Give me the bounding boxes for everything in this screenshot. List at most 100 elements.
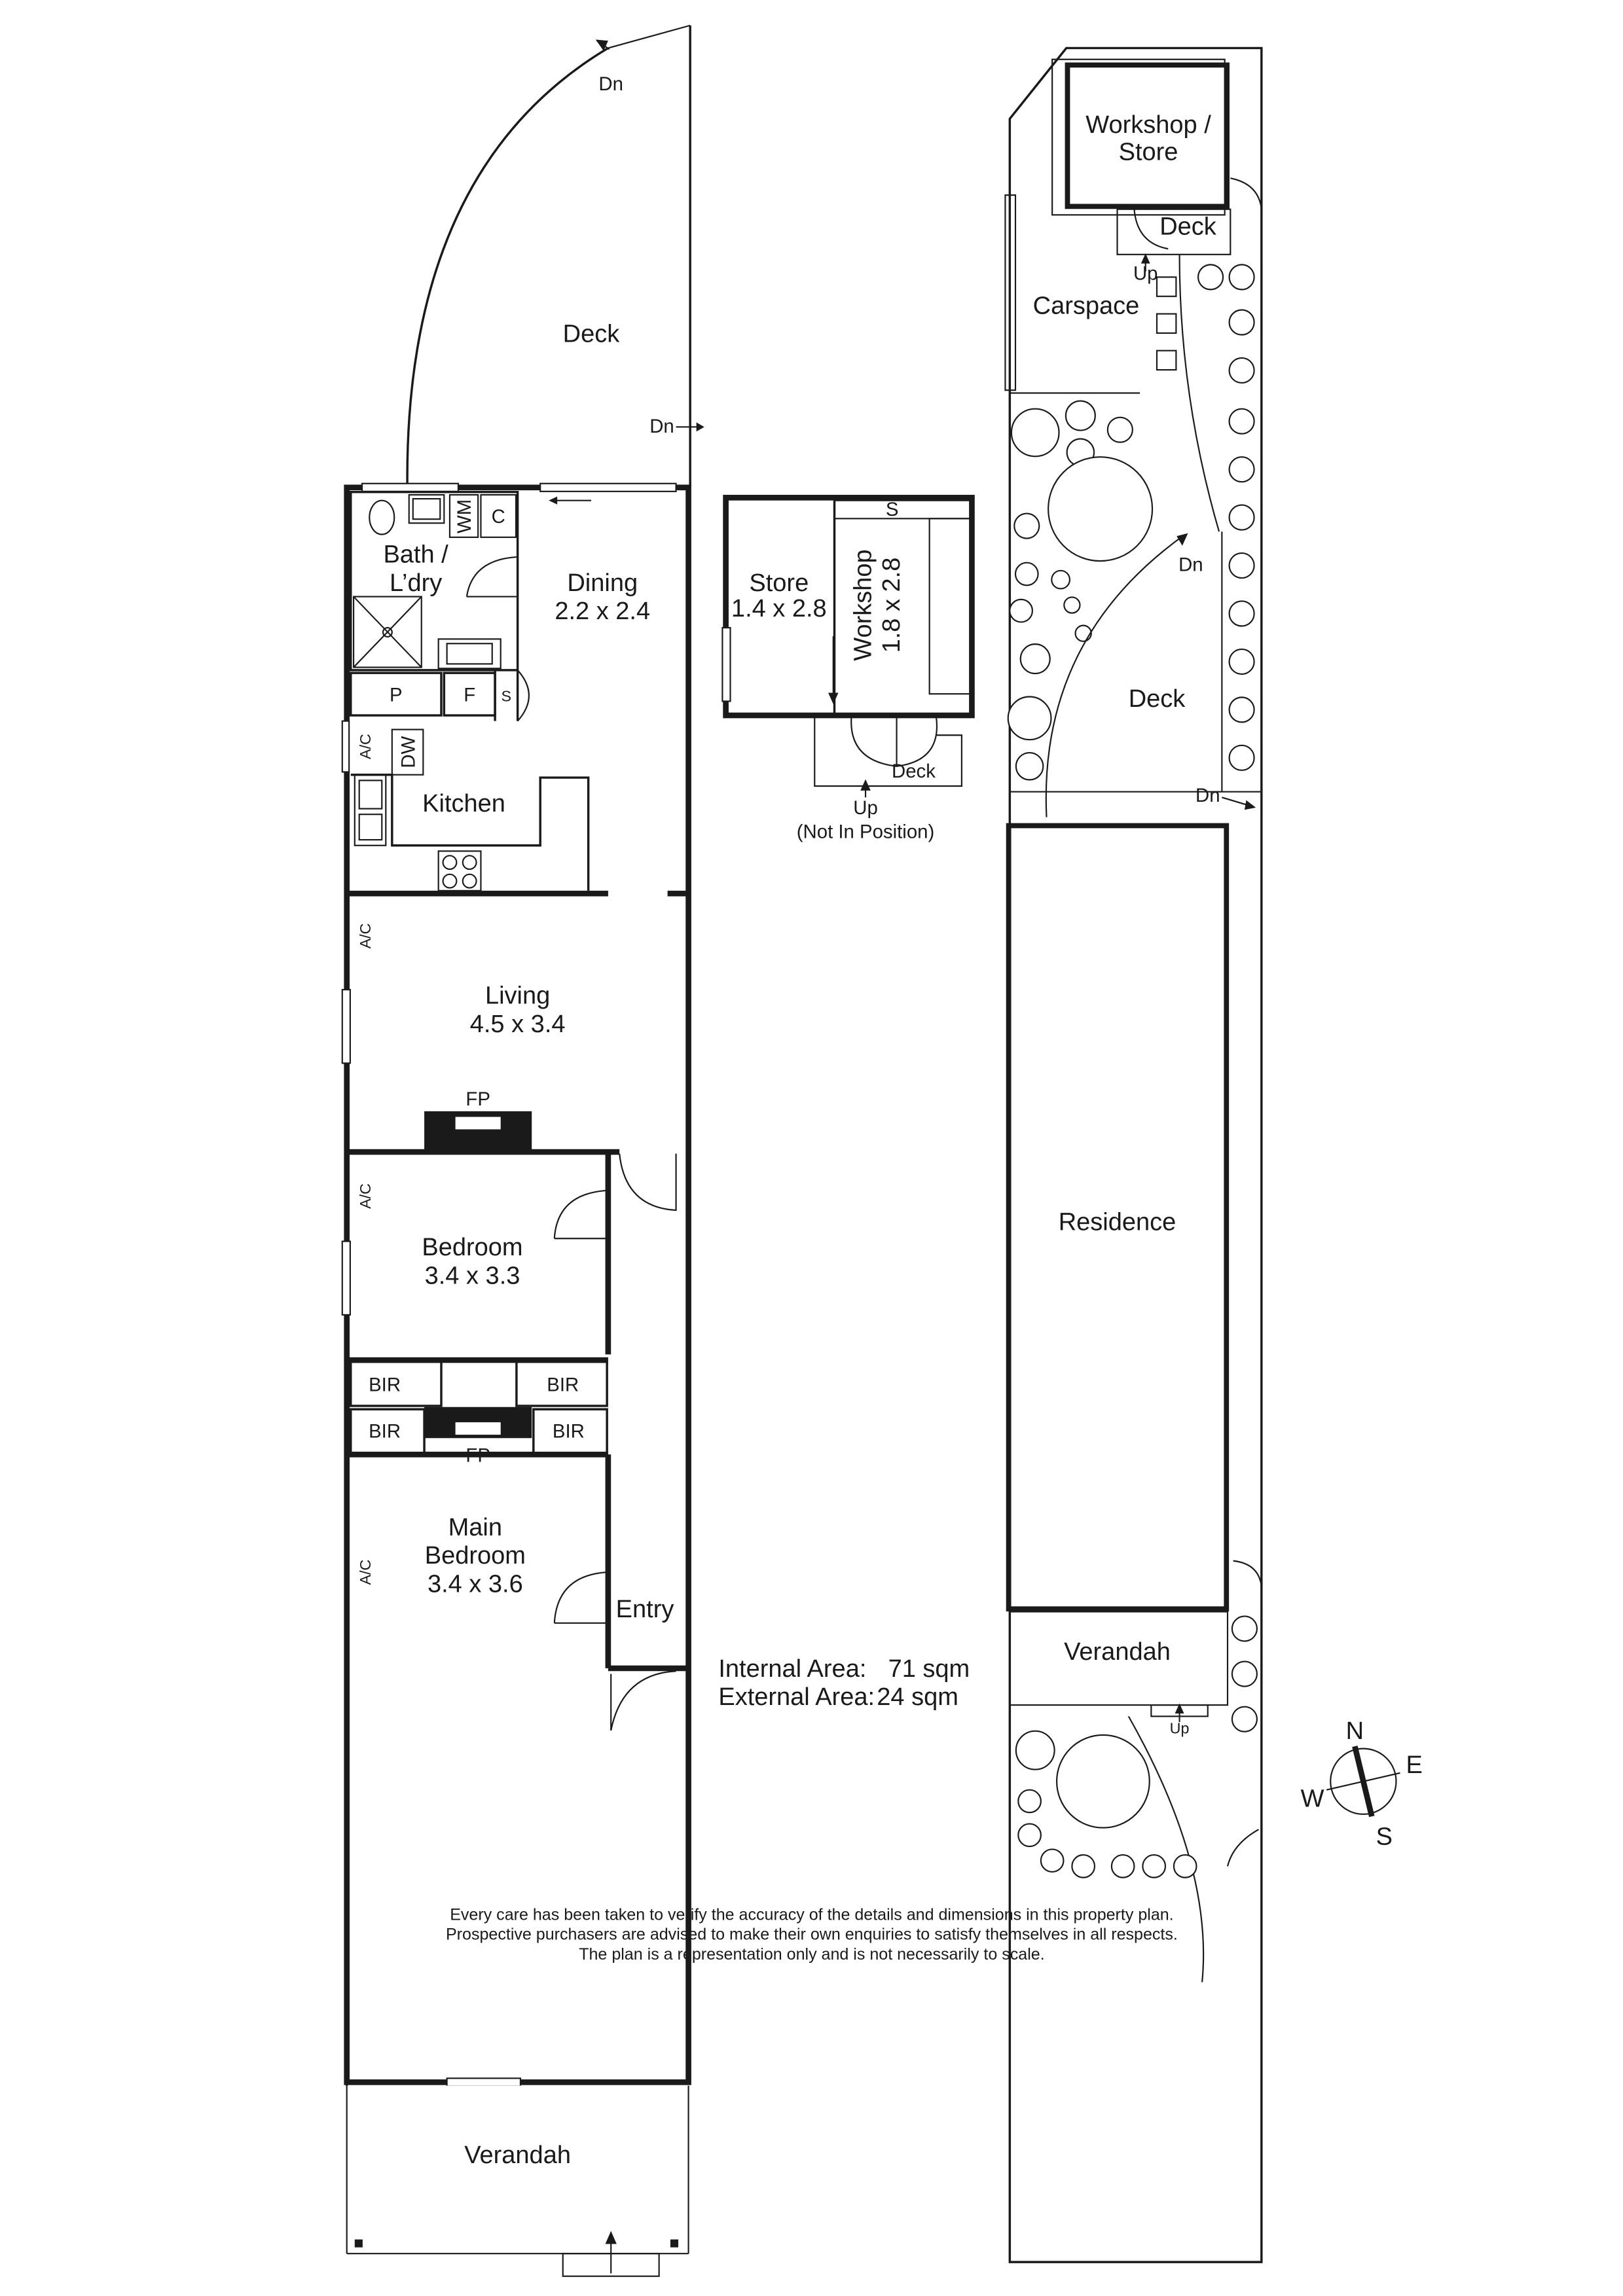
deck-label: Deck bbox=[892, 761, 936, 782]
disclaimer-line: The plan is a representation only and is… bbox=[579, 1945, 1044, 1964]
tree-icon bbox=[1019, 643, 1051, 675]
area-summary: Internal Area: 71 sqm External Area: 24 … bbox=[718, 1655, 970, 1711]
fridge-label: F bbox=[464, 684, 475, 706]
living-room: A/C Living 4.5 x 3.4 FP bbox=[341, 924, 620, 1155]
tree-icon bbox=[1228, 552, 1255, 579]
disclaimer-line: Prospective purchasers are advised to ma… bbox=[446, 1926, 1178, 1944]
outbuilding-detail: S Store 1.4 x 2.8 Workshop 1.8 x 2.8 Dec… bbox=[721, 495, 975, 843]
rear-deck: Dn Deck Dn bbox=[406, 24, 704, 488]
stair-arrow-icon bbox=[595, 39, 608, 51]
internal-area-label: Internal Area: bbox=[718, 1655, 866, 1683]
tree-icon bbox=[1228, 408, 1255, 435]
residence bbox=[1006, 823, 1230, 1612]
built-in-robes: BIR BIR BIR BIR FP bbox=[346, 1357, 608, 1467]
bedroom-label: Bedroom bbox=[422, 1234, 522, 1261]
tree-icon bbox=[1048, 456, 1154, 562]
stair-dn-label: Dn bbox=[598, 73, 623, 95]
tree-icon bbox=[1017, 1823, 1042, 1848]
tree-icon bbox=[1228, 696, 1255, 723]
ac-label: A/C bbox=[357, 1560, 374, 1585]
external-area-value: 24 sqm bbox=[877, 1683, 958, 1711]
bedroom-dimensions: 3.4 x 3.3 bbox=[425, 1262, 520, 1289]
site-plan: Workshop / Store Deck Up Carspace bbox=[1004, 46, 1263, 2263]
compass-east: E bbox=[1406, 1751, 1422, 1779]
cupboard-label: C bbox=[492, 506, 505, 528]
disclaimer-line: Every care has been taken to verify the … bbox=[450, 1905, 1173, 1924]
tree-icon bbox=[1040, 1848, 1065, 1873]
verandah-label: Verandah bbox=[1064, 1638, 1171, 1666]
tree-icon bbox=[1228, 504, 1255, 531]
tree-icon bbox=[1014, 562, 1039, 586]
main-bedroom: A/C Main Bedroom 3.4 x 3.6 Entry bbox=[357, 1454, 689, 2087]
window bbox=[361, 482, 459, 492]
kitchen-label: Kitchen bbox=[422, 790, 505, 817]
stair-arrow-icon bbox=[605, 2231, 617, 2244]
workshop-store-label: Store bbox=[1119, 139, 1178, 166]
tree-icon bbox=[1015, 1730, 1055, 1770]
stair-up-label: Up bbox=[1170, 1719, 1190, 1736]
sink-icon bbox=[354, 774, 387, 846]
tree-icon bbox=[1110, 1854, 1135, 1878]
bir-label: BIR bbox=[369, 1374, 401, 1396]
bir-label: BIR bbox=[547, 1374, 579, 1396]
tree-icon bbox=[1228, 600, 1255, 627]
pantry-label: P bbox=[390, 684, 403, 706]
external-area-label: External Area: bbox=[718, 1683, 875, 1711]
ac-label: A/C bbox=[357, 1183, 374, 1209]
tree-icon bbox=[1142, 1854, 1167, 1878]
store-dimensions: 1.4 x 2.8 bbox=[731, 595, 827, 622]
window bbox=[721, 627, 731, 702]
tree-icon bbox=[1228, 357, 1255, 384]
tree-icon bbox=[1017, 1789, 1042, 1814]
dishwasher-label: DW bbox=[397, 736, 419, 768]
verandah-label: Verandah bbox=[464, 2142, 571, 2169]
basin-icon bbox=[408, 493, 445, 524]
main-bedroom-dimensions: 3.4 x 3.6 bbox=[428, 1570, 523, 1598]
bath-label: Bath / bbox=[383, 541, 448, 569]
living-label: Living bbox=[485, 982, 550, 1010]
tree-icon bbox=[1009, 598, 1033, 623]
bir-label: BIR bbox=[553, 1420, 585, 1442]
window bbox=[341, 720, 350, 773]
laundry-trough-icon bbox=[437, 638, 501, 670]
residence-label: Residence bbox=[1059, 1208, 1176, 1236]
tree-icon bbox=[1228, 264, 1255, 291]
compass-south: S bbox=[1376, 1823, 1393, 1850]
dining-dimensions: 2.2 x 2.4 bbox=[555, 598, 650, 625]
living-dimensions: 4.5 x 3.4 bbox=[470, 1011, 566, 1038]
compass-icon: N E S W bbox=[1301, 1717, 1423, 1851]
bedroom: A/C Bedroom 3.4 x 3.3 bbox=[341, 1152, 677, 1355]
tree-icon bbox=[1231, 1615, 1258, 1642]
tree-icon bbox=[1010, 408, 1060, 457]
laundry-label: L’dry bbox=[390, 569, 442, 597]
compass-west: W bbox=[1301, 1785, 1324, 1813]
tree-icon bbox=[1063, 596, 1081, 614]
shower-icon bbox=[352, 596, 422, 668]
entry-label: Entry bbox=[616, 1596, 674, 1623]
tree-icon bbox=[1065, 400, 1096, 431]
deck-label: Deck bbox=[1129, 685, 1186, 713]
workshop-label: Workshop bbox=[850, 549, 877, 660]
not-in-position-note: (Not In Position) bbox=[797, 821, 935, 843]
stair-up-label: Up bbox=[1133, 263, 1158, 285]
stair-up-label: Up bbox=[853, 797, 878, 819]
tree-icon bbox=[1231, 1706, 1258, 1732]
window bbox=[446, 2077, 522, 2087]
window bbox=[539, 482, 677, 492]
dining-label: Dining bbox=[567, 569, 638, 597]
front-verandah: Verandah bbox=[345, 2036, 689, 2277]
tree-icon bbox=[1228, 309, 1255, 336]
tree-icon bbox=[1106, 416, 1133, 443]
stair-arrow-icon bbox=[696, 422, 704, 432]
washing-machine-label: WM bbox=[454, 499, 475, 533]
kitchen: A/C DW Kitchen bbox=[341, 720, 689, 897]
tree-icon bbox=[1007, 696, 1052, 741]
compass-north: N bbox=[1346, 1717, 1364, 1745]
tree-icon bbox=[1228, 456, 1255, 483]
tree-icon bbox=[1051, 569, 1071, 590]
fireplace-label: FP bbox=[465, 1088, 490, 1110]
deck-label: Deck bbox=[563, 321, 621, 348]
ac-label: A/C bbox=[357, 924, 374, 949]
shelf-label: S bbox=[501, 687, 512, 704]
